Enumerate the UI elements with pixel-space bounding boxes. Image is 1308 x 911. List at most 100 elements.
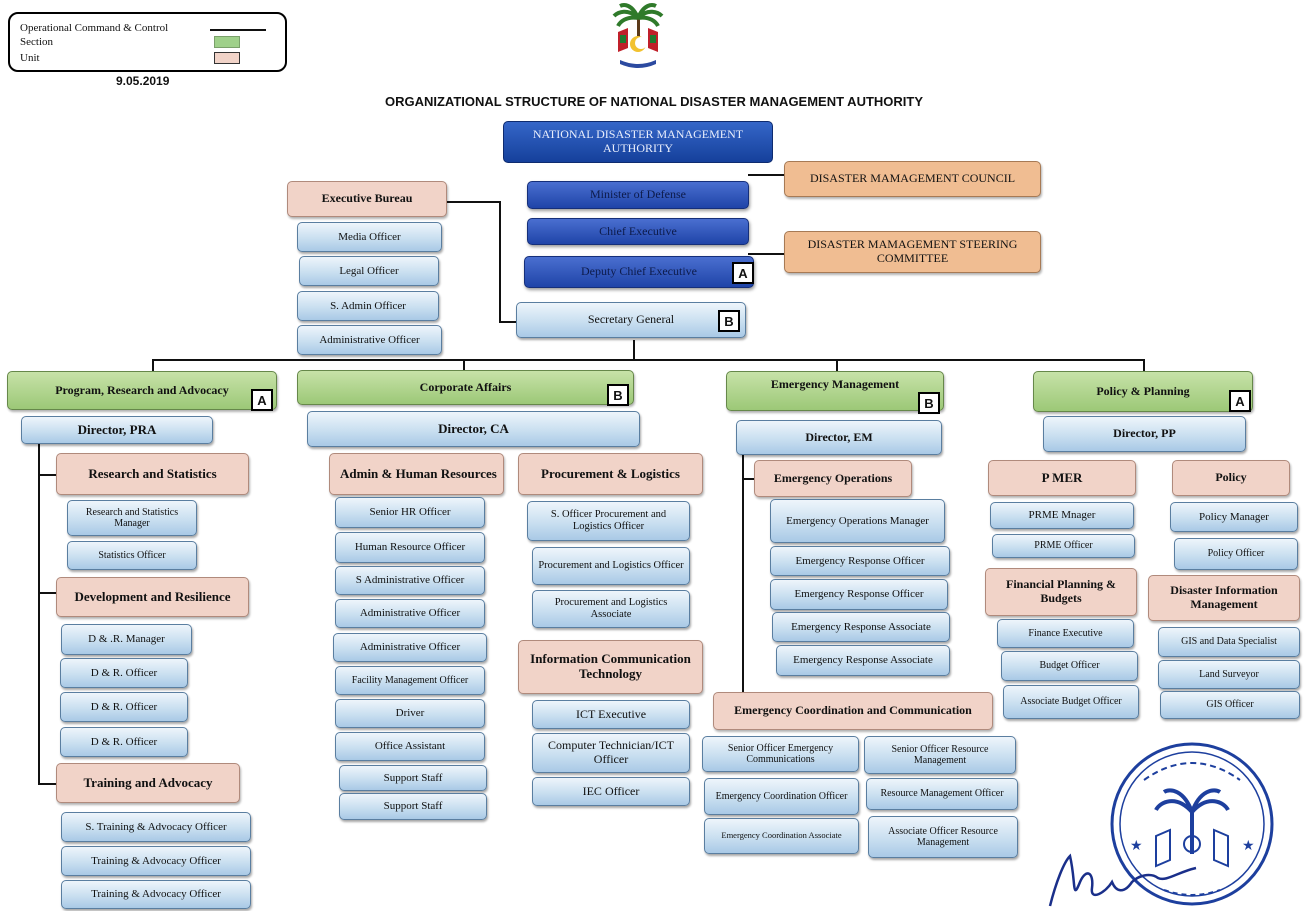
connector-bureau-h2: [499, 321, 517, 323]
badge-pp: A: [1229, 390, 1251, 412]
badge-em: B: [918, 392, 940, 414]
unit-box: Statistics Officer: [67, 541, 197, 570]
unit-box: Emergency Operations Manager: [770, 499, 945, 543]
unit-box: Finance Executive: [997, 619, 1134, 648]
unit-box: Office Assistant: [335, 732, 485, 761]
connector-council: [748, 174, 784, 176]
unit-box: Facility Management Officer: [335, 666, 485, 695]
connector-pra-training: [38, 783, 56, 785]
unit-box: Senior HR Officer: [335, 497, 485, 528]
unit-box: Administrative Officer: [333, 633, 487, 662]
unit-box: Policy Officer: [1174, 538, 1298, 570]
unit-box: Resource Management Officer: [866, 778, 1018, 810]
unit-box: Procurement and Logistics Associate: [532, 590, 690, 628]
director-pra: Director, PRA: [21, 416, 213, 444]
section-policy: Policy: [1172, 460, 1290, 496]
connector-pra-v: [38, 444, 40, 784]
badge-ca: B: [607, 384, 629, 406]
connector-em-v: [742, 455, 744, 711]
section-emergency-coordination: Emergency Coordination and Communication: [713, 692, 993, 730]
unit-box: Driver: [335, 699, 485, 728]
bureau-unit: Legal Officer: [299, 256, 439, 286]
maldives-emblem-icon: [612, 3, 664, 68]
unit-box: Emergency Response Associate: [772, 612, 950, 642]
legend-command-label: Operational Command & Control: [20, 22, 169, 34]
badge-deputy: A: [732, 262, 754, 284]
connector-pra: [152, 359, 154, 371]
unit-box: Support Staff: [339, 793, 487, 820]
unit-box: Senior Officer Resource Management: [864, 736, 1016, 774]
page-title: ORGANIZATIONAL STRUCTURE OF NATIONAL DIS…: [384, 94, 924, 109]
steering-committee-box: DISASTER MAMAGEMENT STEERING COMMITTEE: [784, 231, 1041, 273]
unit-box: Research and Statistics Manager: [67, 500, 197, 536]
department-pp: Policy & Planning: [1033, 371, 1253, 412]
unit-box: Human Resource Officer: [335, 532, 485, 563]
badge-secretary: B: [718, 310, 740, 332]
legend: Operational Command & Control Section Un…: [8, 12, 287, 72]
director-pp: Director, PP: [1043, 416, 1246, 452]
unit-box: S. Training & Advocacy Officer: [61, 812, 251, 842]
signature-icon: [1048, 853, 1197, 907]
connector-em: [836, 359, 838, 371]
deputy-chief-box: Deputy Chief Executive: [524, 256, 754, 288]
legend-section-swatch: [214, 36, 240, 48]
unit-box: Emergency Coordination Officer: [704, 778, 859, 815]
unit-box: Land Surveyor: [1158, 660, 1300, 689]
unit-box: Computer Technician/ICT Officer: [532, 733, 690, 773]
unit-box: GIS Officer: [1160, 691, 1300, 719]
unit-box: Associate Budget Officer: [1003, 685, 1139, 719]
unit-box: D & R. Officer: [60, 692, 188, 722]
unit-box: Training & Advocacy Officer: [61, 880, 251, 909]
unit-box: Training & Advocacy Officer: [61, 846, 251, 876]
section-financial-planning: Financial Planning & Budgets: [985, 568, 1137, 616]
section-admin-hr: Admin & Human Resources: [329, 453, 504, 495]
section-emergency-operations: Emergency Operations: [754, 460, 912, 497]
section-pmer: P MER: [988, 460, 1136, 496]
director-ca: Director, CA: [307, 411, 640, 447]
section-disaster-info: Disaster Information Management: [1148, 575, 1300, 621]
bureau-unit: Administrative Officer: [297, 325, 442, 355]
chart-date: 9.05.2019: [116, 74, 170, 88]
section-research-statistics: Research and Statistics: [56, 453, 249, 495]
svg-text:★: ★: [1242, 838, 1255, 854]
ndma-box: NATIONAL DISASTER MANAGEMENT AUTHORITY: [503, 121, 773, 163]
connector-pp: [1143, 359, 1145, 371]
connector-secretary-down: [633, 340, 635, 361]
unit-box: Administrative Officer: [335, 599, 485, 628]
badge-pra: A: [251, 389, 273, 411]
connector-pra-research: [38, 474, 56, 476]
unit-box: Senior Officer Emergency Communications: [702, 736, 859, 772]
unit-box: GIS and Data Specialist: [1158, 627, 1300, 657]
unit-box: IEC Officer: [532, 777, 690, 806]
unit-box: D & .R. Manager: [61, 624, 192, 655]
unit-box: D & R. Officer: [60, 658, 188, 688]
director-em: Director, EM: [736, 420, 942, 455]
connector-em-operations: [742, 478, 754, 480]
unit-box: S Administrative Officer: [335, 566, 485, 595]
official-seal-icon: ★ ★: [1110, 742, 1274, 906]
section-development-resilience: Development and Resilience: [56, 577, 249, 617]
section-training-advocacy: Training and Advocacy: [56, 763, 240, 803]
legend-unit-swatch: [214, 52, 240, 64]
department-ca: Corporate Affairs: [297, 370, 634, 405]
department-em: Emergency Management: [726, 371, 944, 411]
council-box: DISASTER MAMAGEMENT COUNCIL: [784, 161, 1041, 197]
connector-ca: [463, 359, 465, 371]
section-ict: Information Communication Technology: [518, 640, 703, 694]
unit-box: S. Officer Procurement and Logistics Off…: [527, 501, 690, 541]
connector-bureau-v: [499, 201, 501, 322]
unit-box: Emergency Coordination Associate: [704, 818, 859, 854]
legend-section-label: Section: [20, 36, 53, 48]
connector-pra-development: [38, 592, 56, 594]
bureau-unit: S. Admin Officer: [297, 291, 439, 321]
unit-box: PRME Officer: [992, 534, 1135, 558]
executive-bureau-box: Executive Bureau: [287, 181, 447, 217]
unit-box: Emergency Response Officer: [770, 579, 948, 610]
legend-command-line: [210, 29, 266, 31]
section-procurement-logistics: Procurement & Logistics: [518, 453, 703, 495]
legend-unit-label: Unit: [20, 52, 40, 64]
connector-bureau-h1: [443, 201, 500, 203]
unit-box: Support Staff: [339, 765, 487, 791]
connector-departments-h: [152, 359, 1144, 361]
unit-box: Emergency Response Associate: [776, 645, 950, 676]
